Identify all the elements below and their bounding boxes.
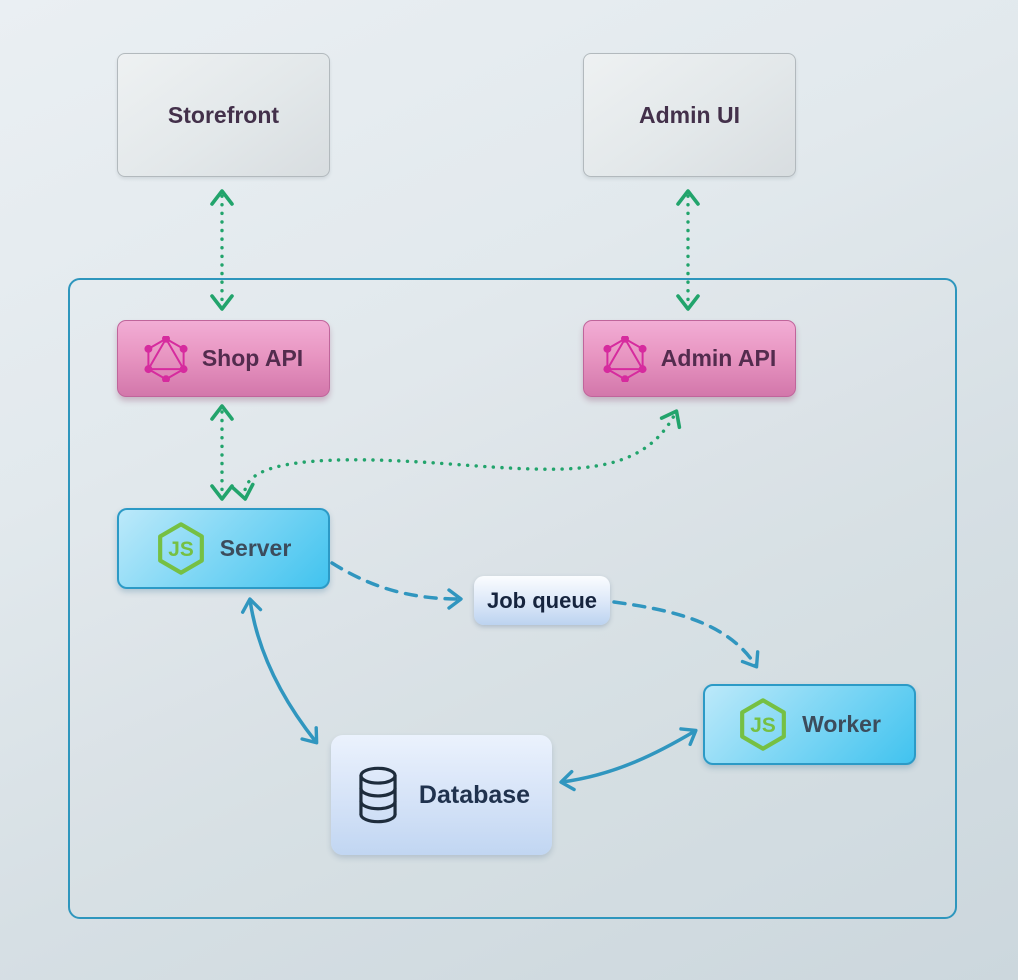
node-label: Admin UI bbox=[639, 101, 740, 128]
node-worker: JS Worker bbox=[703, 684, 916, 765]
nodejs-icon: JS bbox=[740, 698, 786, 751]
node-label: Worker bbox=[802, 711, 881, 737]
node-label: Database bbox=[418, 780, 531, 809]
node-job-queue: Job queue bbox=[474, 576, 610, 625]
nodejs-glyph: JS bbox=[750, 714, 776, 737]
database-icon bbox=[359, 766, 397, 824]
node-label: Shop API bbox=[201, 345, 304, 371]
node-admin-ui: Admin UI bbox=[583, 53, 796, 177]
nodejs-glyph: JS bbox=[168, 538, 194, 561]
node-database: Database bbox=[331, 735, 552, 855]
graphql-icon bbox=[144, 335, 188, 382]
backend-container bbox=[68, 278, 957, 919]
node-shop-api: Shop API bbox=[117, 320, 330, 397]
node-label: Server bbox=[219, 535, 292, 561]
node-server: JS Server bbox=[117, 508, 330, 589]
nodejs-icon: JS bbox=[157, 522, 204, 575]
node-storefront: Storefront bbox=[117, 53, 330, 177]
node-label: Storefront bbox=[167, 101, 280, 128]
graphql-icon bbox=[603, 335, 647, 382]
node-label: Job queue bbox=[486, 587, 597, 613]
node-label: Admin API bbox=[660, 345, 777, 371]
node-admin-api: Admin API bbox=[583, 320, 796, 397]
